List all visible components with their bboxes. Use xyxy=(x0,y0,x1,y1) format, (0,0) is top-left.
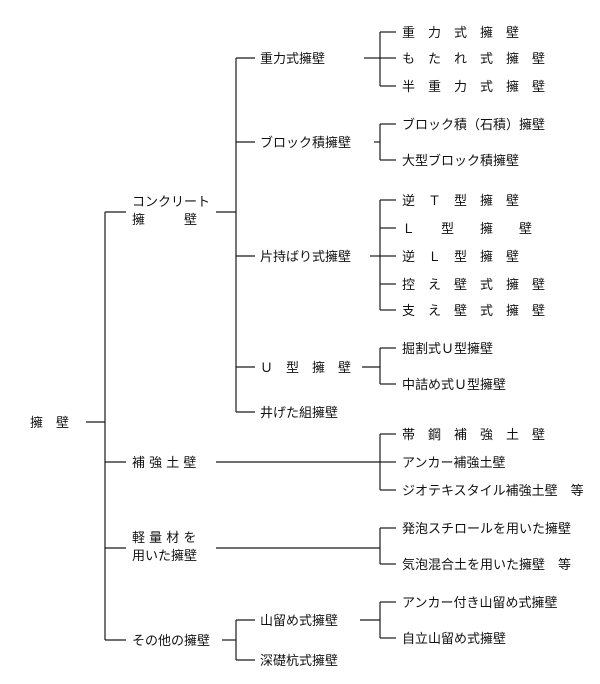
level3-item: アンカー補強土壁 xyxy=(402,456,505,471)
level1-concrete-line2: 擁 壁 xyxy=(132,213,197,228)
level3-item: ジオテキスタイル補強土壁 等 xyxy=(402,483,584,499)
level1-lightweight-line2: 用いた擁壁 xyxy=(132,549,197,564)
level2-deep-pile: 深礎杭式擁壁 xyxy=(260,654,338,669)
level3-item: 支 え 壁 式 擁 壁 xyxy=(402,304,545,319)
root-label: 擁 壁 xyxy=(30,416,69,431)
level3-item: Ｌ 型 擁 壁 xyxy=(402,222,532,237)
level2-block: ブロック積擁壁 xyxy=(260,135,351,151)
level3-item: 自立山留め式擁壁 xyxy=(402,632,506,647)
level1-concrete-line1: コンクリート xyxy=(132,195,210,210)
level3-nodes: 重 力 式 擁 壁 も た れ 式 擁 壁 半 重 力 式 擁 壁 ブロック積（… xyxy=(402,25,584,647)
level3-item: 中詰め式Ｕ型擁壁 xyxy=(402,377,506,393)
level1-lightweight-line1: 軽 量 材 を xyxy=(132,531,196,546)
level2-cantilever: 片持ばり式擁壁 xyxy=(260,250,351,265)
level3-item: 逆 Ｔ 型 擁 壁 xyxy=(402,193,519,209)
level3-item: 帯 鋼 補 強 土 壁 xyxy=(402,428,545,443)
level3-item: 発泡スチロールを用いた擁壁 xyxy=(402,522,571,537)
level3-item: アンカー付き山留め式擁壁 xyxy=(402,596,557,611)
tree-connectors xyxy=(86,31,396,661)
level1-nodes: コンクリート 擁 壁 補 強 土 壁 軽 量 材 を 用いた擁壁 その他の擁壁 xyxy=(132,195,210,649)
level3-item: 逆 Ｌ 型 擁 壁 xyxy=(402,249,519,265)
level2-crib: 井げた組擁壁 xyxy=(260,406,338,421)
level2-gravity: 重力式擁壁 xyxy=(260,51,325,67)
level3-item: 気泡混合土を用いた擁壁 等 xyxy=(402,557,571,573)
level2-earth-anchor-wall: 山留め式擁壁 xyxy=(260,614,338,629)
level3-item: 掘割式Ｕ型擁壁 xyxy=(402,341,493,357)
level3-item: ブロック積（石積）擁壁 xyxy=(402,117,545,133)
level3-item: 半 重 力 式 擁 壁 xyxy=(402,79,545,95)
level3-item: も た れ 式 擁 壁 xyxy=(402,52,545,67)
level2-u-type: Ｕ 型 擁 壁 xyxy=(260,361,351,376)
level3-item: 重 力 式 擁 壁 xyxy=(402,25,519,41)
level3-item: 大型ブロック積擁壁 xyxy=(402,153,519,169)
level1-reinforced: 補 強 土 壁 xyxy=(132,456,196,471)
level3-item: 控 え 壁 式 擁 壁 xyxy=(402,278,545,293)
level1-other: その他の擁壁 xyxy=(132,634,210,649)
level2-nodes: 重力式擁壁 ブロック積擁壁 片持ばり式擁壁 Ｕ 型 擁 壁 井げた組擁壁 山留め… xyxy=(260,51,351,669)
